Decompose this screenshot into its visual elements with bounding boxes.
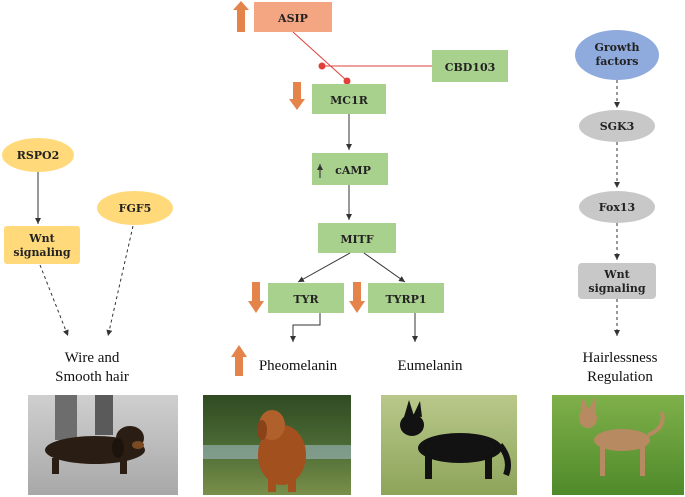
- wnt-right-label-2: signaling: [588, 282, 646, 295]
- photo-golden-retriever: [203, 395, 351, 495]
- fox13-node: Fox13: [579, 191, 655, 223]
- inhibition-dot-asip: [318, 62, 326, 70]
- tyr-node: TYR: [268, 283, 344, 313]
- mitf-node: MITF: [318, 223, 396, 253]
- fgf5-label: FGF5: [119, 202, 152, 215]
- fox13-label: Fox13: [599, 201, 635, 214]
- asip-up-arrow-icon: [233, 1, 249, 32]
- wnt-left-label-2: signaling: [13, 246, 71, 259]
- wnt-signaling-right-node: Wnt signaling: [578, 263, 656, 299]
- asip-node: ASIP: [254, 2, 332, 32]
- tyr-down-arrow-icon: [248, 282, 264, 313]
- rspo2-label: RSPO2: [17, 149, 60, 162]
- mitf-to-tyr-arrow: [297, 252, 351, 283]
- pheomelanin-up-arrow-icon: [231, 345, 247, 376]
- mc1r-label: MC1R: [330, 94, 369, 107]
- growth-factors-label-1: Growth: [594, 41, 639, 54]
- photo-black-shepherd: [381, 395, 517, 495]
- growth-factors-label-2: factors: [596, 55, 639, 68]
- wire-hair-caption-2: Smooth hair: [55, 369, 129, 385]
- asip-label: ASIP: [277, 12, 308, 25]
- tyr-to-pheomelanin-arrow: [290, 313, 321, 342]
- cbd103-label: CBD103: [445, 61, 496, 74]
- sgk3-node: SGK3: [579, 110, 655, 142]
- hairlessness-caption-2: Regulation: [587, 369, 653, 385]
- fgf5-node: FGF5: [97, 191, 173, 225]
- eumelanin-caption: Eumelanin: [398, 358, 463, 374]
- cbd103-node: CBD103: [432, 50, 508, 82]
- mc1r-down-arrow-icon: [289, 82, 305, 110]
- camp-label: cAMP: [335, 164, 371, 177]
- pheomelanin-caption: Pheomelanin: [259, 358, 338, 374]
- camp-node: cAMP: [312, 153, 388, 185]
- tyrp1-node: TYRP1: [368, 283, 444, 313]
- mitf-to-tyrp1-arrow: [363, 252, 406, 283]
- photo-hairless-dog: [552, 395, 684, 495]
- tyrp1-label: TYRP1: [385, 293, 426, 306]
- sgk3-label: SGK3: [600, 120, 635, 133]
- wnt-left-label-1: Wnt: [28, 232, 55, 245]
- photo-dachshund: [28, 395, 178, 495]
- hairlessness-caption-1: Hairlessness: [583, 350, 658, 366]
- wnt-signaling-left-node: Wnt signaling: [4, 226, 80, 264]
- fgf5-to-hair-dashed-arrow: [106, 225, 134, 337]
- wnt-right-label-1: Wnt: [603, 268, 630, 281]
- mitf-label: MITF: [340, 233, 374, 246]
- growth-factors-node: Growth factors: [575, 30, 659, 80]
- tyrp1-down-arrow-icon: [349, 282, 365, 313]
- wnt-to-hair-dashed-arrow: [39, 264, 69, 337]
- inhibition-dot-mc1r: [343, 77, 351, 85]
- mc1r-node: MC1R: [312, 84, 386, 114]
- rspo2-node: RSPO2: [2, 138, 74, 172]
- wire-hair-caption-1: Wire and: [65, 350, 120, 366]
- inhibition-lines: [292, 31, 432, 85]
- tyr-label: TYR: [293, 293, 319, 306]
